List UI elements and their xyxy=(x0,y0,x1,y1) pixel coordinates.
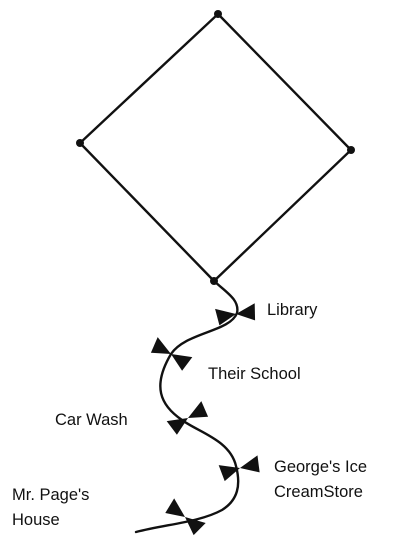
label-their-school: Their School xyxy=(208,365,301,383)
label-mr-pages-house-line2: House xyxy=(12,511,60,529)
kite-diamond xyxy=(78,12,353,283)
label-georges-ice-cream-line1: George's Ice xyxy=(274,458,367,476)
kite-vertex-left xyxy=(76,139,84,147)
kite-vertex-right xyxy=(347,146,355,154)
bow-georges-ice-cream xyxy=(218,455,260,482)
bow-their-school xyxy=(150,337,193,371)
label-library: Library xyxy=(267,301,318,319)
bow-mr-pages-house xyxy=(165,498,206,536)
label-car-wash: Car Wash xyxy=(55,411,128,429)
label-georges-ice-cream-line2: CreamStore xyxy=(274,483,363,501)
label-mr-pages-house-line1: Mr. Page's xyxy=(12,486,89,504)
bow-library xyxy=(215,303,256,326)
kite-vertex-top xyxy=(214,10,222,18)
bow-car-wash xyxy=(166,401,209,435)
